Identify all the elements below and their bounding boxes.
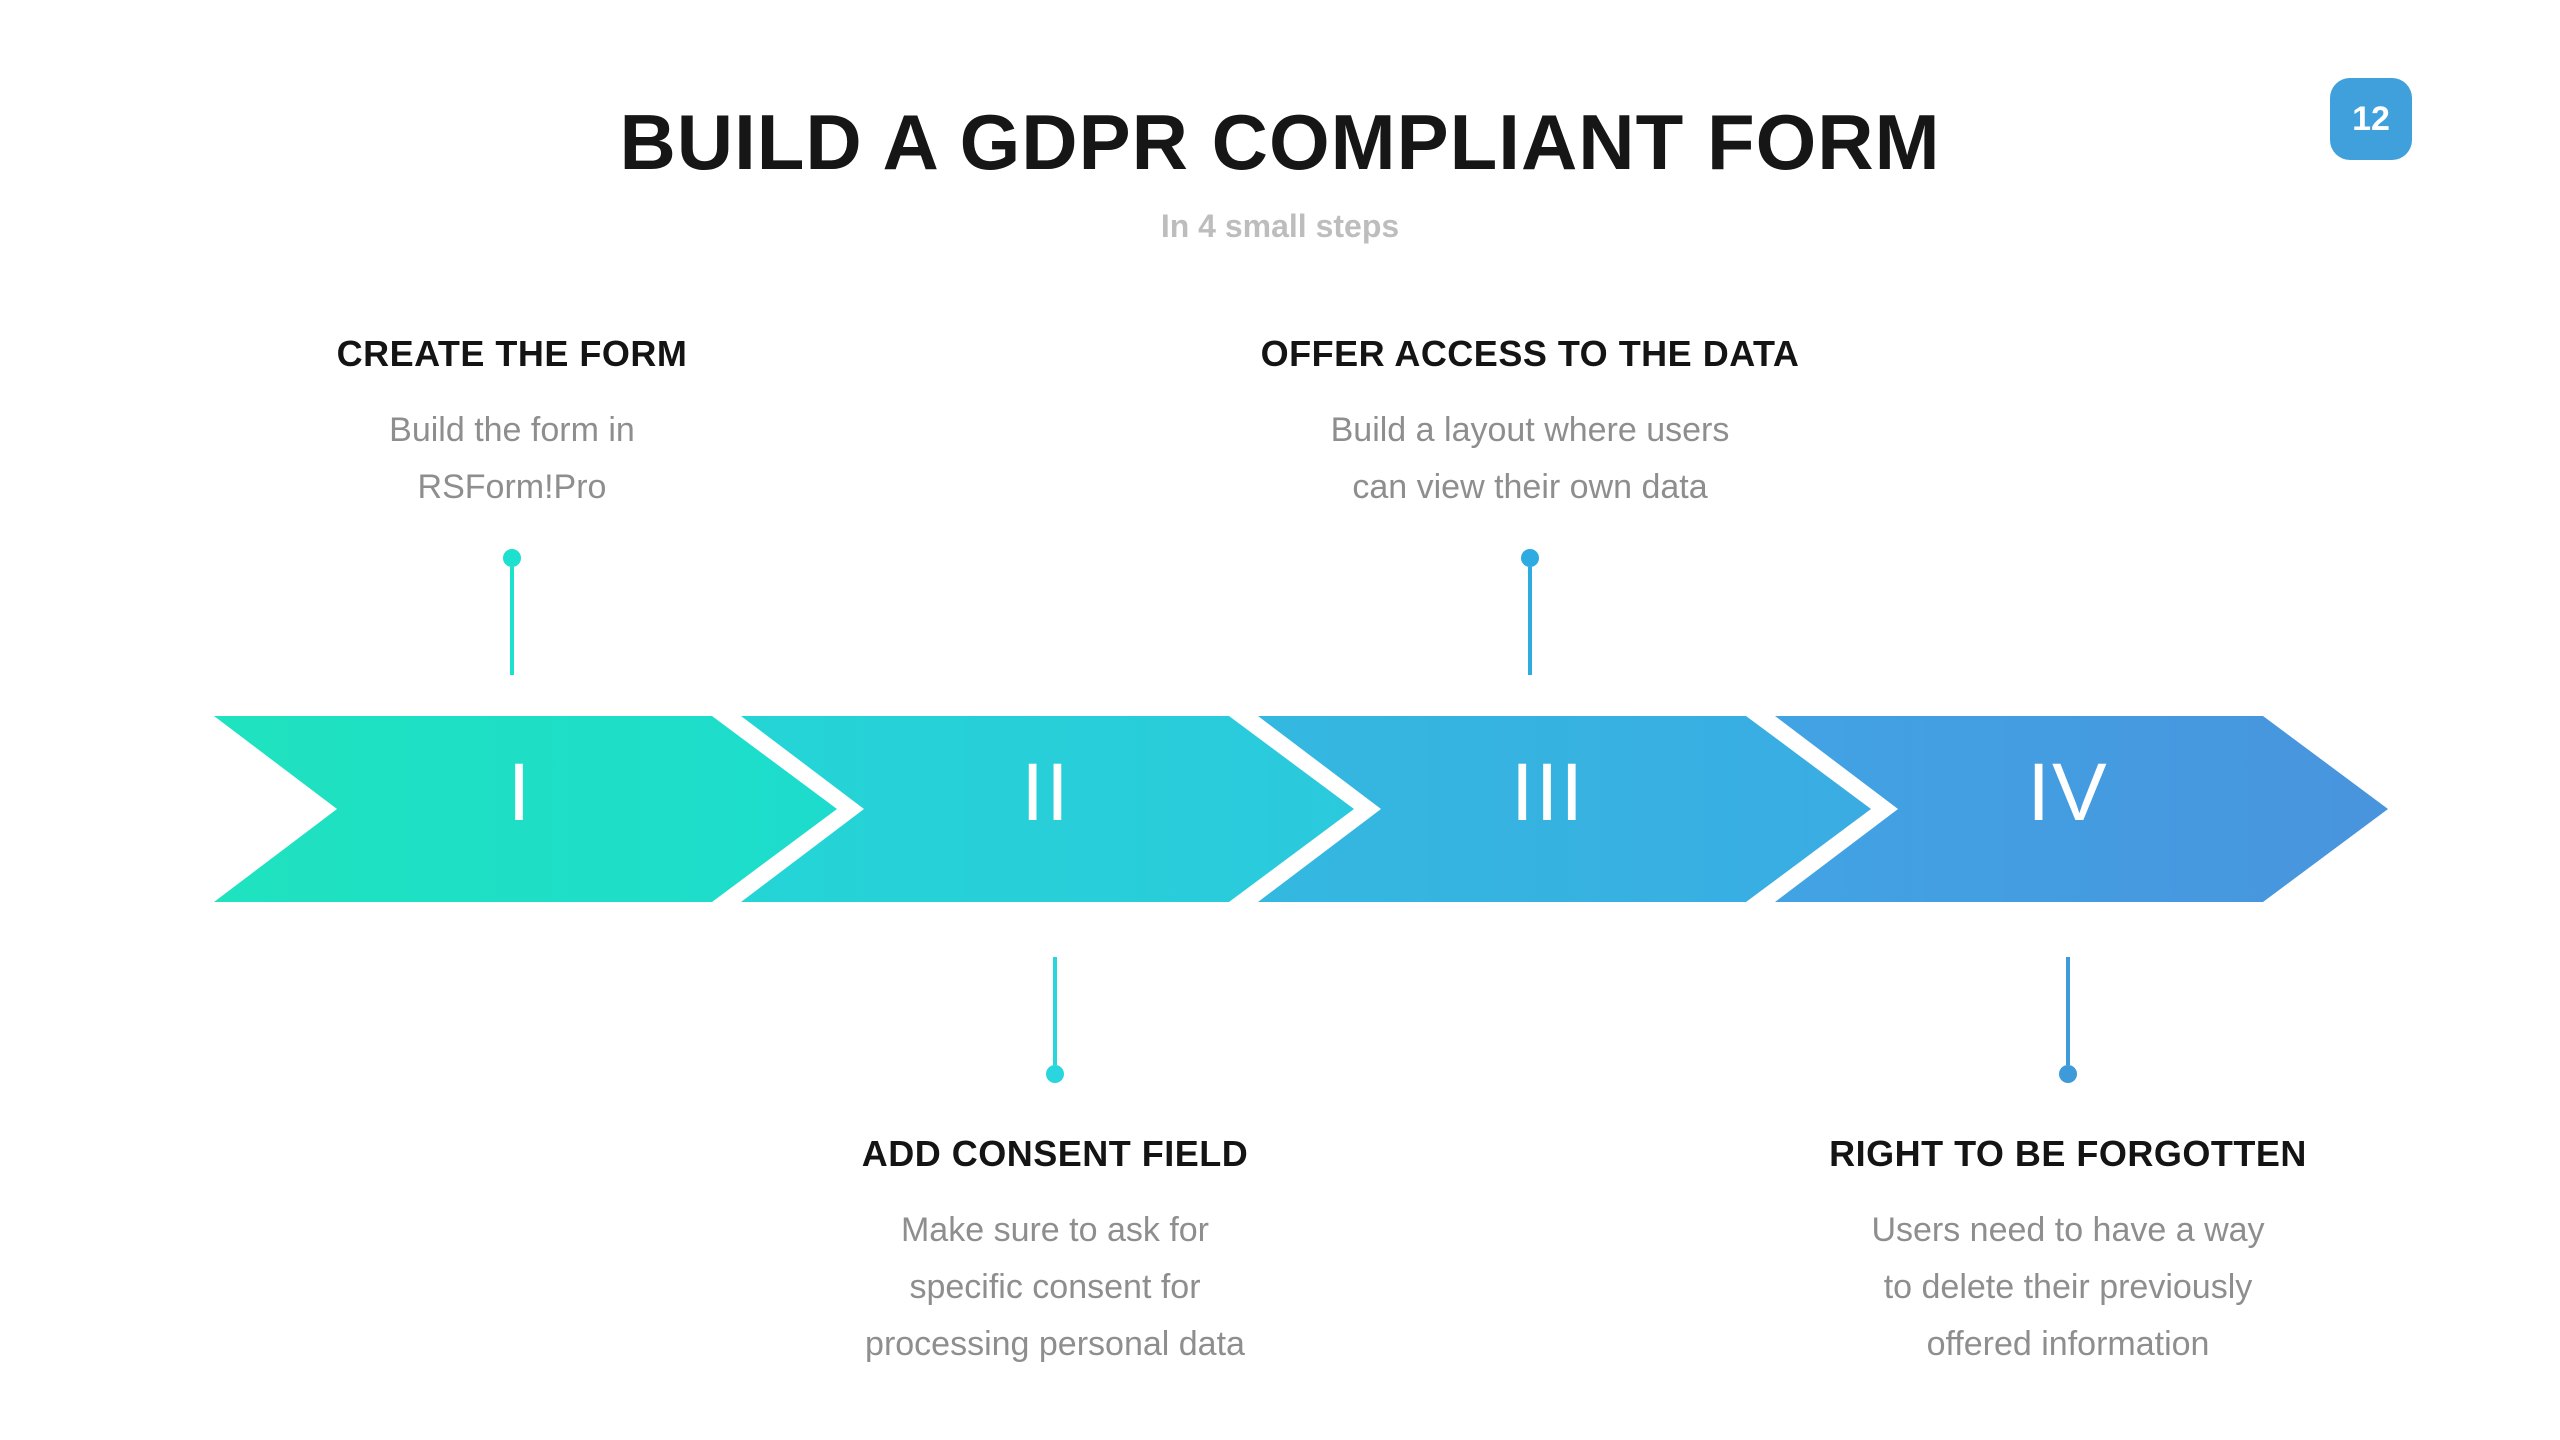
step-4-connector	[2057, 957, 2079, 1083]
step-3-chevron	[1258, 716, 1871, 902]
step-3-connector-line	[1528, 567, 1532, 675]
step-2-desc-line: specific consent for	[909, 1268, 1201, 1306]
step-3-label: OFFER ACCESS TO THE DATA Build a layout …	[1190, 332, 1870, 516]
step-2-numeral: II	[1021, 747, 1071, 838]
step-2-connector	[1044, 957, 1066, 1083]
step-4-heading: RIGHT TO BE FORGOTTEN	[1829, 1133, 2307, 1174]
page-title: BUILD A GDPR COMPLIANT FORM	[619, 98, 1941, 186]
step-2-heading: ADD CONSENT FIELD	[861, 1133, 1249, 1174]
step-1-description: Build the form in RSForm!Pro	[172, 402, 852, 516]
step-1-heading: CREATE THE FORM	[336, 333, 688, 374]
step-1-connector-line	[510, 567, 514, 675]
step-1-desc-line: Build the form in	[389, 411, 635, 449]
step-3-desc-line: can view their own data	[1352, 468, 1708, 506]
step-2-connector-dot	[1046, 1065, 1064, 1083]
step-1-numeral: I	[507, 747, 533, 838]
page-subtitle: In 4 small steps	[1160, 208, 1400, 244]
step-4-desc-line: offered information	[1926, 1325, 2210, 1363]
step-2-description: Make sure to ask for specific consent fo…	[715, 1202, 1395, 1373]
step-4-label: RIGHT TO BE FORGOTTEN Users need to have…	[1728, 1132, 2408, 1373]
step-4-description: Users need to have a way to delete their…	[1728, 1202, 2408, 1373]
step-1-connector-dot	[503, 549, 521, 567]
step-4-chevron	[1775, 716, 2388, 902]
step-1-connector	[501, 549, 523, 675]
step-3-desc-line: Build a layout where users	[1330, 411, 1730, 449]
step-2-desc-line: processing personal data	[865, 1325, 1245, 1363]
step-3-description: Build a layout where users can view thei…	[1190, 402, 1870, 516]
step-4-connector-dot	[2059, 1065, 2077, 1083]
step-2-label: ADD CONSENT FIELD Make sure to ask for s…	[715, 1132, 1395, 1373]
step-3-heading: OFFER ACCESS TO THE DATA	[1260, 333, 1800, 374]
step-3-connector-dot	[1521, 549, 1539, 567]
step-1-label: CREATE THE FORM Build the form in RSForm…	[172, 332, 852, 516]
step-4-desc-line: to delete their previously	[1883, 1268, 2253, 1306]
step-4-numeral: IV	[2027, 747, 2109, 838]
page-number-badge: 12	[2330, 78, 2412, 160]
step-2-chevron	[741, 716, 1354, 902]
step-2-connector-line	[1053, 957, 1057, 1065]
step-1-desc-line: RSForm!Pro	[417, 468, 607, 506]
process-arrow-band	[214, 716, 2388, 902]
step-4-desc-line: Users need to have a way	[1871, 1211, 2265, 1249]
step-3-numeral: III	[1510, 747, 1586, 838]
step-3-connector	[1519, 549, 1541, 675]
step-2-desc-line: Make sure to ask for	[900, 1211, 1209, 1249]
step-4-connector-line	[2066, 957, 2070, 1065]
step-1-chevron	[214, 716, 837, 902]
